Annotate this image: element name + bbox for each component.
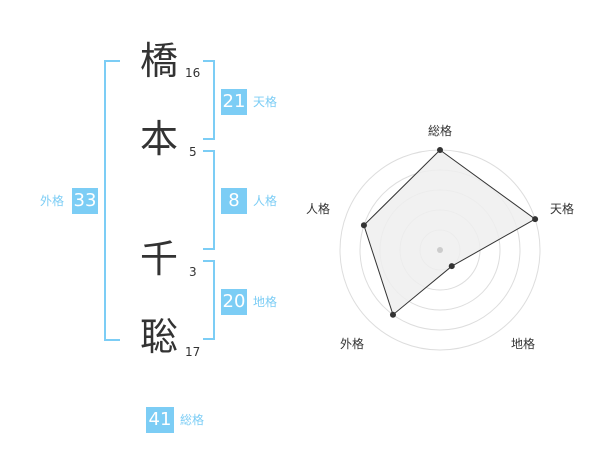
stroke-count-1: 16 (185, 66, 201, 80)
radar-point (437, 147, 443, 153)
gaikaku-label: 外格 (40, 194, 65, 208)
name-char-3: 千 (140, 237, 179, 281)
radar-axis-label-tenkaku: 天格 (550, 201, 574, 216)
chikaku-bracket (203, 260, 215, 340)
radar-axis-label-chikaku: 地格 (511, 336, 535, 351)
radar-axis-label-gaikaku: 外格 (340, 336, 364, 351)
name-char-2: 本 (140, 117, 179, 161)
gaikaku-value-badge: 33 (72, 188, 98, 214)
soukaku-value-badge: 41 (146, 407, 174, 433)
stroke-count-4: 17 (185, 345, 201, 359)
radar-point (448, 263, 455, 270)
jinkaku-bracket (203, 150, 215, 250)
radar-axis-label-soukaku: 総格 (428, 123, 452, 138)
stroke-count-2: 5 (189, 145, 197, 159)
radar-point (389, 311, 396, 318)
tenkaku-label: 天格 (253, 95, 278, 109)
jinkaku-value-badge: 8 (221, 188, 247, 214)
stroke-count-3: 3 (189, 265, 197, 279)
jinkaku-label: 人格 (253, 194, 278, 208)
name-char-4: 聡 (140, 315, 179, 359)
radar-axis-label-jinkaku: 人格 (306, 201, 330, 216)
chikaku-value-badge: 20 (221, 289, 247, 315)
tenkaku-bracket (203, 60, 215, 140)
radar-point (360, 222, 367, 229)
radar-center-dot (437, 247, 443, 253)
chikaku-label: 地格 (253, 295, 278, 309)
radar-area (363, 149, 537, 316)
gaikaku-bracket (104, 60, 120, 341)
radar-point (532, 216, 539, 223)
soukaku-label: 総格 (180, 413, 205, 427)
name-char-1: 橋 (140, 39, 179, 83)
tenkaku-value-badge: 21 (221, 89, 247, 115)
